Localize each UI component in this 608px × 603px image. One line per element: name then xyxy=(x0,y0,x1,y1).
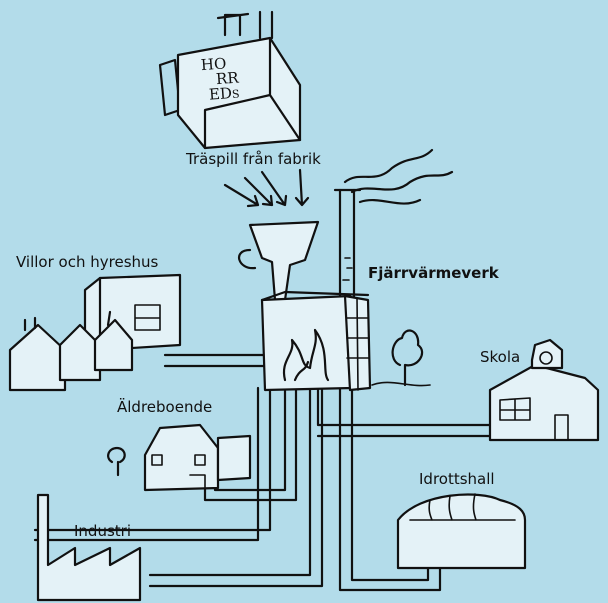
factory-sign-ed: ED xyxy=(208,84,233,104)
chimney xyxy=(333,148,454,300)
houses-label: Villor och hyreshus xyxy=(16,253,159,271)
factory-label: Träspill från fabrik xyxy=(186,150,321,168)
factory-building xyxy=(158,10,302,150)
factory-sign: HO RR EDS xyxy=(200,54,263,104)
elderly-label: Äldreboende xyxy=(117,398,213,416)
factory-sign-s: S xyxy=(231,87,241,102)
school-label: Skola xyxy=(480,348,521,366)
industry-building xyxy=(36,493,142,602)
wood-chip-arrows xyxy=(223,168,310,208)
industry-label: Industri xyxy=(74,522,131,540)
hopper xyxy=(238,220,320,302)
plant-label: Fjärrvärmeverk xyxy=(368,264,499,282)
sports-label: Idrottshall xyxy=(419,470,495,488)
elderly-home xyxy=(107,423,252,492)
school-building xyxy=(488,338,600,442)
houses-group xyxy=(8,273,182,392)
sports-hall xyxy=(396,493,527,570)
tree-right xyxy=(371,329,431,387)
heating-plant xyxy=(260,290,372,392)
